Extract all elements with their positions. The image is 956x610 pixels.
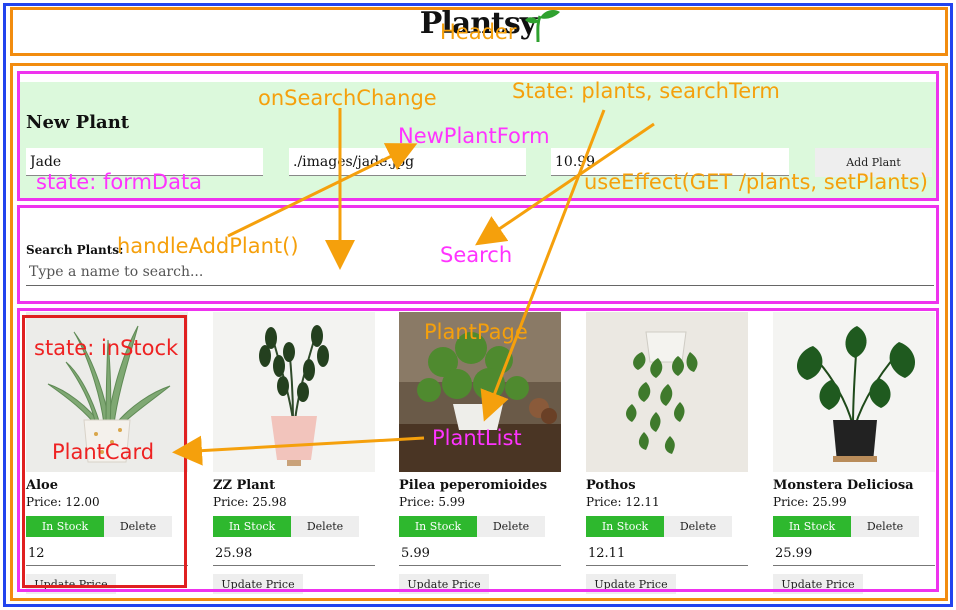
new-plant-heading: New Plant [26,112,130,133]
new-plant-form-area [19,82,937,200]
plant-card: Aloe Price: 12.00 In Stock Delete Update… [26,312,191,594]
in-stock-button[interactable]: In Stock [586,516,664,537]
delete-button[interactable]: Delete [851,516,919,537]
delete-button[interactable]: Delete [477,516,545,537]
search-label: Search Plants: [26,243,124,257]
annotation-plant-page: PlantPage [424,320,528,344]
delete-button[interactable]: Delete [104,516,172,537]
price-update-input[interactable] [26,542,188,566]
plant-price: Price: 5.99 [399,495,466,509]
plant-photo-pothos [586,312,748,472]
price-update-input[interactable] [586,542,748,566]
add-plant-button[interactable]: Add Plant [815,148,932,177]
app-title: Plantsy [419,6,537,41]
plant-name: ZZ Plant [213,478,276,493]
price-update-input[interactable] [399,542,561,566]
price-update-input[interactable] [213,542,375,566]
plant-card: Pothos Price: 12.11 In Stock Delete Upda… [586,312,751,594]
plant-price: Price: 12.00 [26,495,100,509]
annotation-handle-add-plant: handleAddPlant() [117,234,299,258]
app-component-box [10,63,948,601]
delete-button[interactable]: Delete [664,516,732,537]
plant-list-component-box [17,308,939,592]
plant-price: Price: 25.99 [773,495,847,509]
plant-price: Price: 12.11 [586,495,660,509]
plant-name: Pothos [586,478,636,493]
plant-name: Aloe [26,478,58,493]
price-update-input[interactable] [773,542,935,566]
plant-card: Monstera Deliciosa Price: 25.99 In Stock… [773,312,938,594]
plant-name-input[interactable] [26,148,263,176]
plant-name: Pilea peperomioides [399,478,548,493]
annotation-header: Header [440,20,517,44]
annotation-new-plant-form: NewPlantForm [398,124,550,148]
annotation-plant-list: PlantList [432,426,522,450]
plant-photo-aloe [26,312,188,472]
plant-price: Price: 25.98 [213,495,287,509]
new-plant-form-component-box [17,71,939,201]
sprout-icon [525,10,560,43]
annotation-state-form-data: state: formData [36,170,203,194]
app-outer-frame [3,3,953,607]
plant-name: Monstera Deliciosa [773,478,914,493]
header-component-box [10,7,948,56]
annotation-state-plants: State: plants, searchTerm [512,79,780,103]
delete-button[interactable]: Delete [291,516,359,537]
annotation-on-search-change: onSearchChange [258,86,437,110]
annotation-state-in-stock: state: inStock [34,336,179,360]
search-component-box [17,205,939,304]
annotation-search: Search [440,243,513,267]
annotation-use-effect: useEffect(GET /plants, setPlants) [584,170,928,194]
in-stock-button[interactable]: In Stock [399,516,477,537]
in-stock-button[interactable]: In Stock [773,516,851,537]
search-input[interactable] [26,259,934,286]
plant-photo-monstera [773,312,935,472]
in-stock-button[interactable]: In Stock [213,516,291,537]
in-stock-button[interactable]: In Stock [26,516,104,537]
annotation-plant-card: PlantCard [52,440,155,464]
